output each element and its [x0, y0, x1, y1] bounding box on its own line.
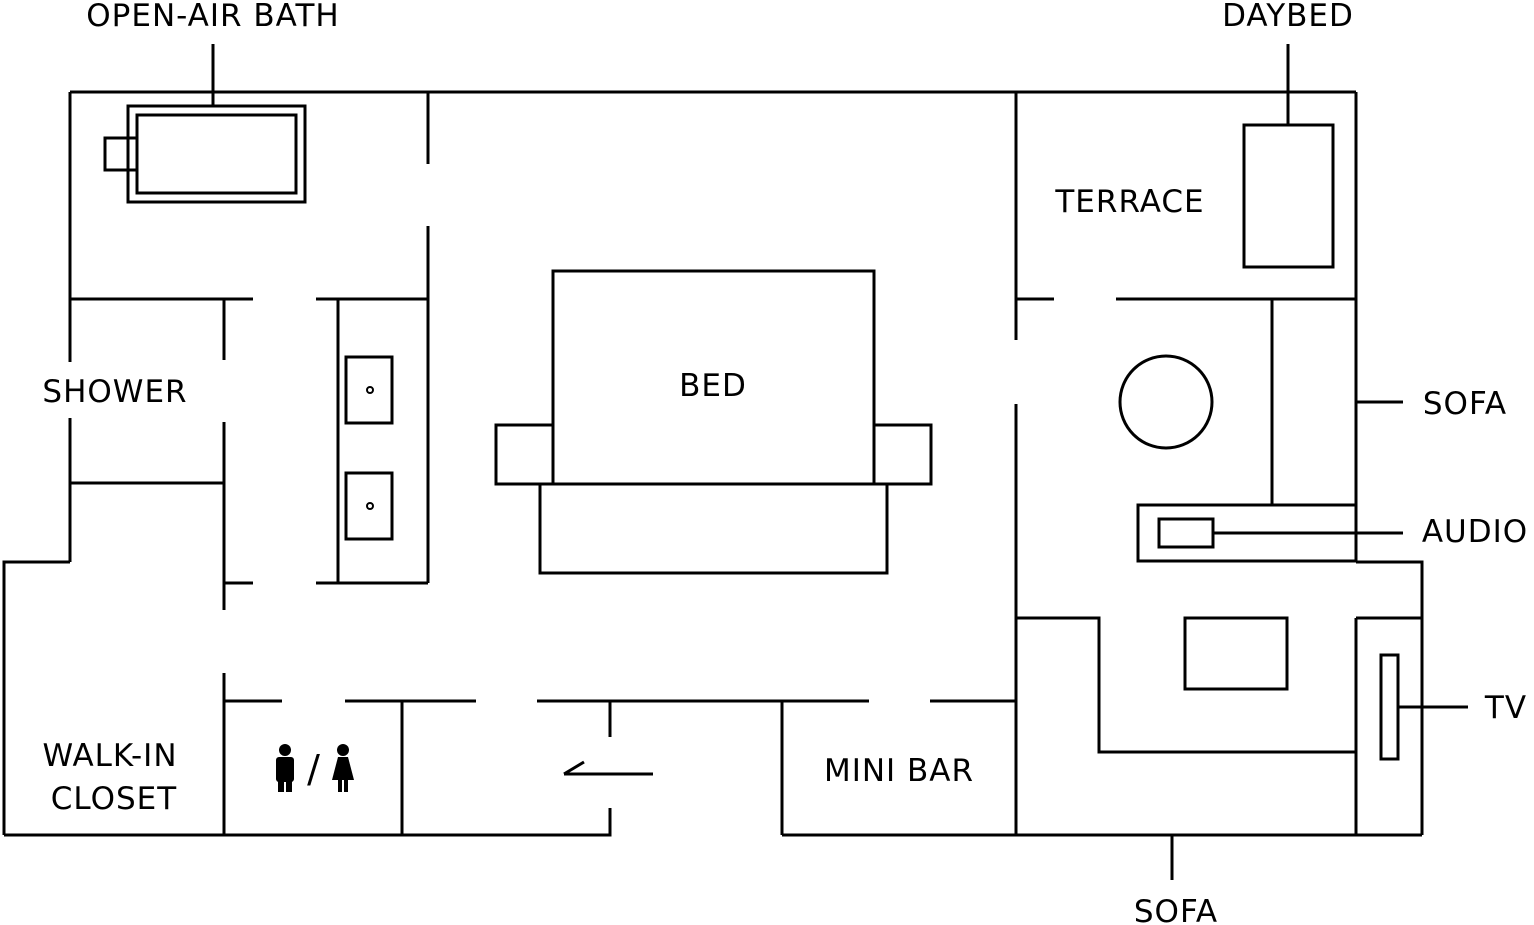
- door-swing-icon: [563, 760, 653, 776]
- label-sofa-right: SOFA: [1423, 386, 1507, 422]
- sink-upper: [344, 355, 394, 425]
- label-daybed: DAYBED: [1222, 0, 1354, 34]
- audio-unit: [1157, 517, 1215, 549]
- label-open-air-bath: OPEN-AIR BATH: [86, 0, 339, 34]
- label-mini-bar: MINI BAR: [824, 753, 974, 789]
- wall-right-step: [1356, 560, 1424, 835]
- daybed: [1242, 123, 1335, 269]
- sink-upper-drain: [366, 386, 374, 394]
- labels: OPEN-AIR BATH DAYBED TERRACE SHOWER BED …: [42, 0, 1528, 925]
- label-sofa-bottom: SOFA: [1134, 894, 1218, 925]
- label-restroom-separator: /: [307, 747, 321, 791]
- label-shower: SHOWER: [42, 374, 187, 410]
- walls: [2, 90, 1424, 837]
- tv-unit: [1379, 653, 1400, 761]
- round-table: [1118, 354, 1214, 450]
- sink-lower-drain: [366, 502, 374, 510]
- furniture: [103, 104, 1400, 776]
- coffee-table: [1183, 616, 1289, 691]
- label-terrace: TERRACE: [1054, 184, 1204, 220]
- label-walk-in-line1: WALK-IN: [42, 738, 177, 774]
- l-sofa: [1016, 616, 1356, 754]
- wall-bottom-left: [4, 808, 612, 837]
- bathtub-outer: [126, 104, 307, 204]
- label-audio: AUDIO: [1422, 514, 1528, 550]
- bed-foot-bench: [538, 482, 889, 575]
- label-bed: BED: [679, 368, 747, 404]
- sink-lower: [344, 471, 394, 541]
- bathtub-inner: [135, 113, 298, 195]
- nightstand-right: [872, 423, 933, 486]
- leaders: [211, 44, 1468, 880]
- label-walk-in-line2: CLOSET: [51, 781, 177, 817]
- man-icon: [276, 744, 294, 792]
- woman-icon: [332, 744, 354, 792]
- nightstand-left: [494, 423, 555, 486]
- wall-left-step: [2, 560, 70, 835]
- bathtub-step: [103, 136, 139, 172]
- label-tv: TV: [1484, 690, 1527, 726]
